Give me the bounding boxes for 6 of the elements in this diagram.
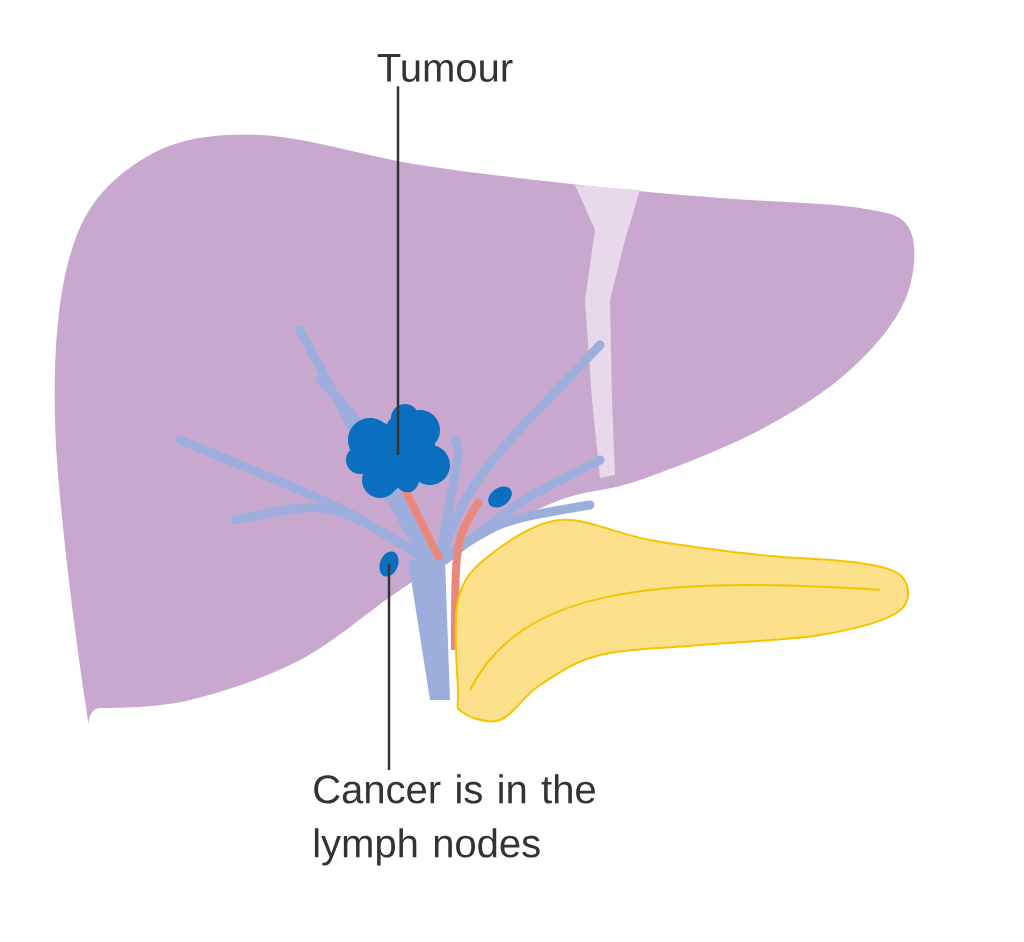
label-text: Cancer is in the lymph nodes bbox=[314, 774, 595, 866]
tumour-drawing bbox=[346, 404, 450, 498]
lymph-node bbox=[379, 551, 399, 577]
leader-line bbox=[396, 86, 400, 455]
label-text: Tumour bbox=[377, 54, 513, 82]
leader-line bbox=[387, 564, 391, 770]
